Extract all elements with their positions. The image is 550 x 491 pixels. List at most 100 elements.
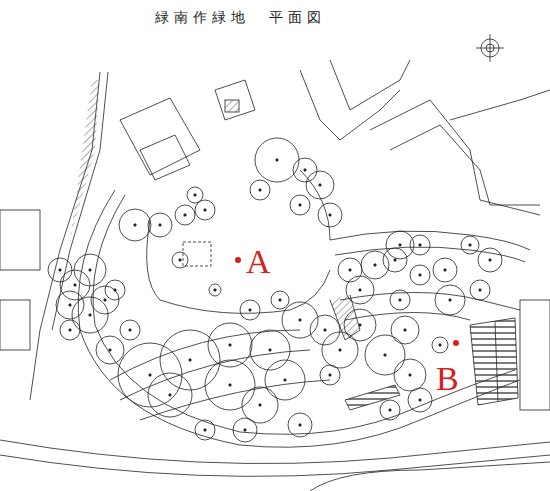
tree-center	[189, 359, 191, 361]
tree-circle	[56, 291, 84, 319]
tree-center	[419, 244, 421, 246]
tree-center	[69, 329, 71, 331]
tree-circle	[344, 309, 376, 341]
tree-center	[349, 269, 351, 271]
tree-center	[319, 184, 321, 186]
tree-circle	[148, 213, 172, 237]
tree-center	[359, 324, 361, 326]
tree-circle	[160, 330, 220, 390]
tree-circle	[233, 418, 257, 442]
tree-center	[449, 299, 451, 301]
tree-center	[249, 309, 251, 311]
tree-center	[404, 329, 406, 331]
tree-circle	[290, 195, 310, 215]
building	[120, 80, 255, 180]
tree-center	[329, 214, 331, 216]
tree-center	[299, 319, 301, 321]
tree-center	[284, 379, 286, 381]
tree-circle	[410, 235, 430, 255]
tree-circle	[255, 138, 299, 182]
tree-center	[304, 169, 306, 171]
tree-circle	[74, 254, 106, 286]
tree-circle	[119, 209, 151, 241]
tree-circle	[187, 187, 203, 203]
tree-circle	[60, 320, 80, 340]
tree-circle	[435, 285, 465, 315]
point-label-holder: A	[246, 245, 271, 279]
tree-center	[279, 299, 281, 301]
tree-circle	[282, 302, 318, 338]
tree-center	[339, 349, 341, 351]
tree-center	[359, 289, 361, 291]
tree-circle	[432, 337, 448, 353]
tree-circle	[209, 284, 221, 296]
tree-circle	[394, 359, 426, 391]
tree-circle	[195, 420, 215, 440]
tree-circle	[293, 158, 317, 182]
tree-center	[384, 354, 386, 356]
tree-center	[229, 344, 231, 346]
park-paths	[78, 170, 530, 447]
tree-circle	[365, 335, 405, 375]
tree-center	[214, 289, 216, 291]
tree-circle	[320, 365, 340, 385]
tree-center	[149, 374, 151, 376]
tree-center	[439, 344, 441, 346]
tree-circle	[390, 290, 410, 310]
tree-center	[109, 349, 111, 351]
tree-center	[184, 214, 186, 216]
tree-center	[69, 304, 71, 306]
tree-center	[259, 404, 261, 406]
tree-circle	[242, 387, 278, 423]
tree-center	[129, 329, 131, 331]
tree-center	[204, 209, 206, 211]
tree-center	[159, 224, 161, 226]
tree-center	[179, 259, 181, 261]
tree-circle	[148, 373, 192, 417]
tree-center	[104, 299, 106, 301]
tree-circle	[240, 300, 260, 320]
tree-circle	[361, 251, 389, 279]
tree-circle	[433, 258, 457, 282]
tree-circle	[346, 276, 374, 304]
point-dot	[235, 257, 241, 263]
tree-circle	[105, 280, 125, 300]
tree-center	[134, 224, 136, 226]
tree-circle	[306, 171, 334, 199]
tree-circle	[318, 203, 342, 227]
tree-circle	[391, 316, 419, 344]
tree-center	[329, 374, 331, 376]
tree-circle	[120, 320, 140, 340]
tree-center	[389, 409, 391, 411]
tree-center	[259, 189, 261, 191]
tree-circle	[265, 360, 305, 400]
tree-circle	[408, 388, 432, 412]
north-symbol	[476, 34, 504, 62]
tree-center	[469, 244, 471, 246]
tree-circle	[195, 200, 215, 220]
tree-center	[394, 259, 396, 261]
tree-center	[374, 264, 376, 266]
tree-center	[89, 269, 91, 271]
tree-circle	[383, 248, 407, 272]
tree-circle	[205, 360, 255, 410]
tree-center	[299, 424, 301, 426]
tree-circle	[478, 248, 502, 272]
tree-circle	[250, 180, 270, 200]
tree-circle	[172, 252, 188, 268]
tree-circle	[118, 343, 182, 407]
tree-circle	[72, 297, 108, 333]
tree-center	[444, 269, 446, 271]
tree-center	[74, 284, 76, 286]
tree-circle	[338, 258, 362, 282]
tree-center	[229, 384, 231, 386]
tree-circle	[271, 291, 289, 309]
tree-center	[409, 374, 411, 376]
tree-center	[59, 269, 61, 271]
tree-circle	[288, 413, 312, 437]
tree-center	[399, 244, 401, 246]
tree-circles	[48, 138, 502, 442]
tree-center	[479, 289, 481, 291]
map-title-holder: 緑南作緑地 平面図	[155, 8, 326, 27]
tree-circle	[322, 332, 358, 368]
